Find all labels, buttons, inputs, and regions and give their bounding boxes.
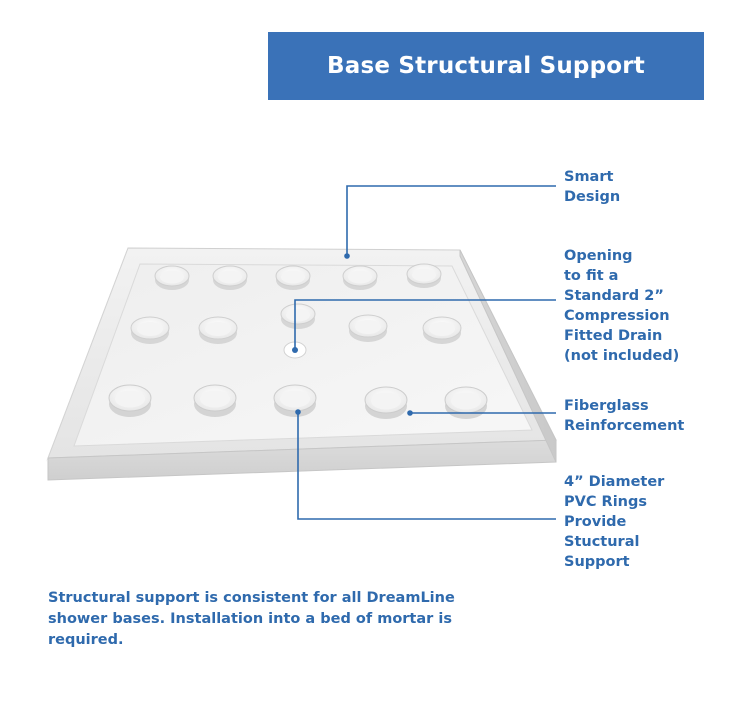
leader-pvc-rings: [297, 412, 556, 520]
leader-lines: [294, 185, 556, 520]
pvc-ring: [422, 316, 462, 344]
base-right-face: [459, 249, 557, 463]
callout-smart-design: Smart Design: [564, 169, 621, 205]
title-banner: Base Structural Support: [268, 32, 704, 100]
callout-drain-opening: Opening to fit a Standard 2” Compression…: [564, 248, 680, 364]
pvc-ring: [364, 386, 408, 419]
pvc-ring: [273, 384, 317, 417]
pvc-ring: [444, 386, 488, 419]
callout-pvc-rings: 4” Diameter PVC Rings Provide Stuctural …: [564, 474, 665, 570]
callout-fiberglass: Fiberglass Reinforcement: [564, 398, 685, 434]
base-left-face: [46, 248, 128, 462]
leader-dots: [292, 253, 413, 416]
pvc-ring: [275, 265, 311, 290]
pvc-ring: [130, 316, 170, 344]
page-title: Base Structural Support: [327, 53, 645, 79]
pvc-ring: [193, 384, 237, 417]
leader-drain-opening: [294, 299, 556, 350]
pvc-ring: [212, 265, 248, 290]
pvc-ring: [406, 263, 442, 288]
pvc-ring: [348, 314, 388, 342]
caption: Structural support is consistent for all…: [48, 590, 455, 648]
leader-smart-design: [346, 185, 556, 256]
pvc-rings: [108, 263, 488, 419]
pvc-ring: [342, 265, 378, 290]
pvc-ring: [198, 316, 238, 344]
pvc-ring: [154, 265, 190, 290]
pvc-ring: [108, 384, 152, 417]
pvc-ring: [280, 303, 316, 329]
